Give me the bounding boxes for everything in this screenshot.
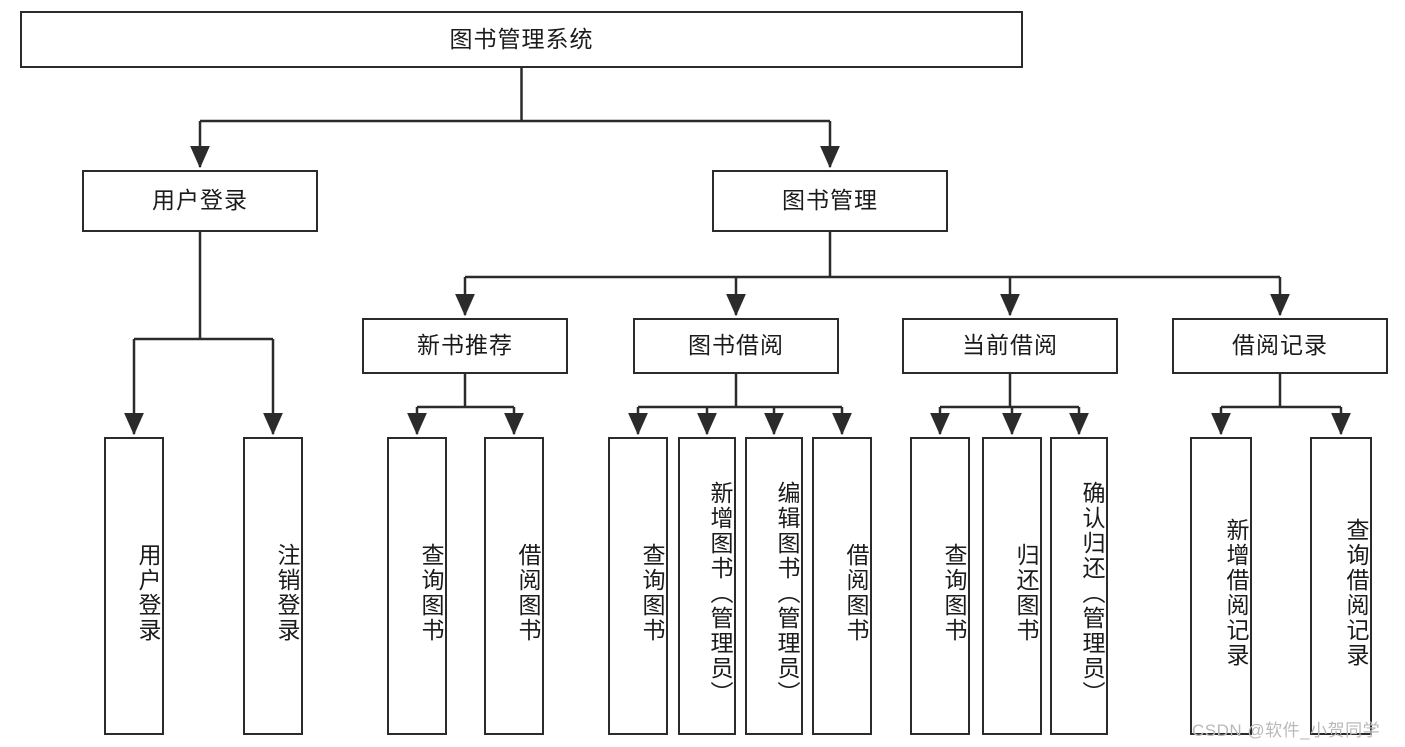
node-l_login[interactable]: 用户登录: [104, 437, 164, 735]
node-l_q_book_1[interactable]: 查询图书: [387, 437, 447, 735]
node-label: 图书管理系统: [449, 25, 594, 52]
node-label: 查询图书: [941, 543, 967, 643]
node-label: 注销登录: [274, 543, 300, 643]
node-label: 当前借阅: [962, 332, 1058, 359]
node-l_return[interactable]: 归还图书: [982, 437, 1042, 735]
node-label: 新增图书（管理员）: [707, 480, 733, 706]
node-label: 查询借阅记录: [1343, 518, 1369, 668]
node-l_q_book_3[interactable]: 查询图书: [910, 437, 970, 735]
node-label: 借阅记录: [1232, 332, 1328, 359]
node-label: 查询图书: [639, 543, 665, 643]
node-borrow_log[interactable]: 借阅记录: [1172, 318, 1388, 374]
node-root[interactable]: 图书管理系统: [20, 11, 1023, 68]
node-l_logout[interactable]: 注销登录: [243, 437, 303, 735]
node-label: 查询图书: [418, 543, 444, 643]
node-book_borrow[interactable]: 图书借阅: [633, 318, 839, 374]
node-l_borrow_1[interactable]: 借阅图书: [484, 437, 544, 735]
node-label: 编辑图书（管理员）: [774, 480, 800, 706]
node-l_borrow_2[interactable]: 借阅图书: [812, 437, 872, 735]
node-label: 归还图书: [1013, 543, 1039, 643]
node-cur_borrow[interactable]: 当前借阅: [902, 318, 1118, 374]
node-label: 图书借阅: [688, 332, 784, 359]
node-label: 图书管理: [782, 187, 878, 214]
node-l_add_log[interactable]: 新增借阅记录: [1190, 437, 1252, 735]
node-label: 借阅图书: [843, 543, 869, 643]
node-new_rec[interactable]: 新书推荐: [362, 318, 568, 374]
node-l_add_book[interactable]: 新增图书（管理员）: [678, 437, 736, 735]
node-label: 借阅图书: [515, 543, 541, 643]
node-l_conf_return[interactable]: 确认归还（管理员）: [1050, 437, 1108, 735]
node-user_login[interactable]: 用户登录: [82, 170, 318, 232]
node-label: 用户登录: [152, 187, 248, 214]
node-label: 新增借阅记录: [1223, 518, 1249, 668]
node-label: 用户登录: [135, 543, 161, 643]
node-label: 确认归还（管理员）: [1079, 480, 1105, 706]
node-l_q_book_2[interactable]: 查询图书: [608, 437, 668, 735]
node-l_q_log[interactable]: 查询借阅记录: [1310, 437, 1372, 735]
node-label: 新书推荐: [417, 332, 513, 359]
node-book_manage[interactable]: 图书管理: [712, 170, 948, 232]
node-l_edit_book[interactable]: 编辑图书（管理员）: [745, 437, 803, 735]
